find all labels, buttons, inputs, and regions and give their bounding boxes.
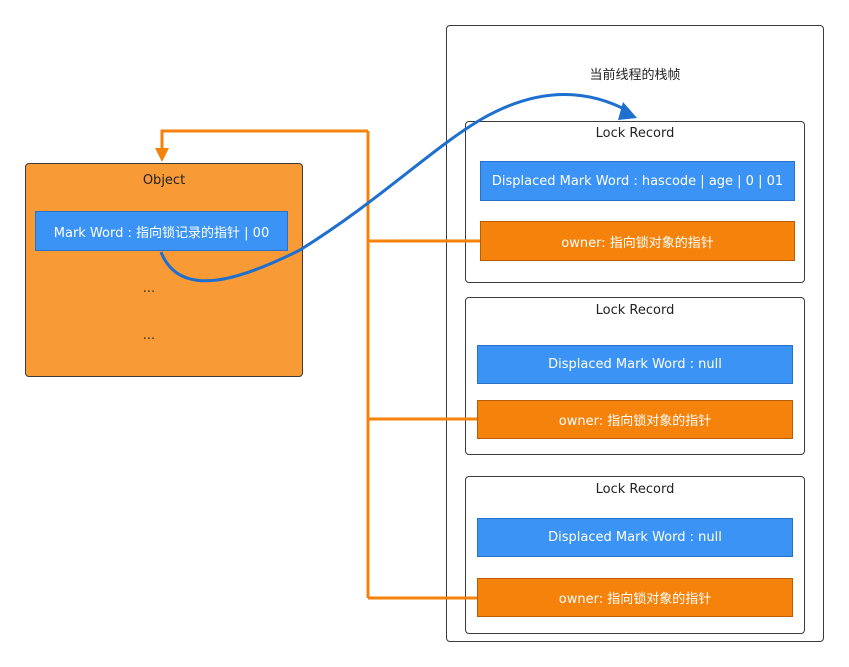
- lock-record-1-owner: owner: 指向锁对象的指针: [480, 221, 795, 261]
- lock-record-1-displaced-mark-word: Displaced Mark Word : hascode | age | 0 …: [480, 161, 795, 201]
- owner-pointer-lines: [160, 129, 480, 600]
- owner-pointer-trunk: [366, 131, 480, 598]
- object-mark-word: Mark Word : 指向锁记录的指针 | 00: [35, 211, 288, 251]
- lock-record-2-owner: owner: 指向锁对象的指针: [477, 400, 793, 439]
- owner-pointer-to-object: [160, 129, 368, 156]
- object-ellipsis-2: ...: [142, 328, 156, 343]
- lock-record-3-owner: owner: 指向锁对象的指针: [477, 578, 793, 617]
- lock-record-3-title: Lock Record: [595, 482, 675, 497]
- object-title: Object: [142, 173, 186, 188]
- mark-word-pointer-arrowhead: [618, 102, 637, 120]
- lock-record-2-title: Lock Record: [595, 303, 675, 318]
- lock-record-3-displaced-mark-word: Displaced Mark Word : null: [477, 518, 793, 557]
- stack-frame-title: 当前线程的栈帧: [589, 68, 681, 83]
- mark-word-pointer-curve: [159, 93, 631, 283]
- lock-record-1-title: Lock Record: [595, 126, 675, 141]
- object-ellipsis-1: ...: [142, 281, 156, 296]
- owner-pointer-arrowhead: [155, 148, 169, 162]
- lock-record-2-displaced-mark-word: Displaced Mark Word : null: [477, 345, 793, 384]
